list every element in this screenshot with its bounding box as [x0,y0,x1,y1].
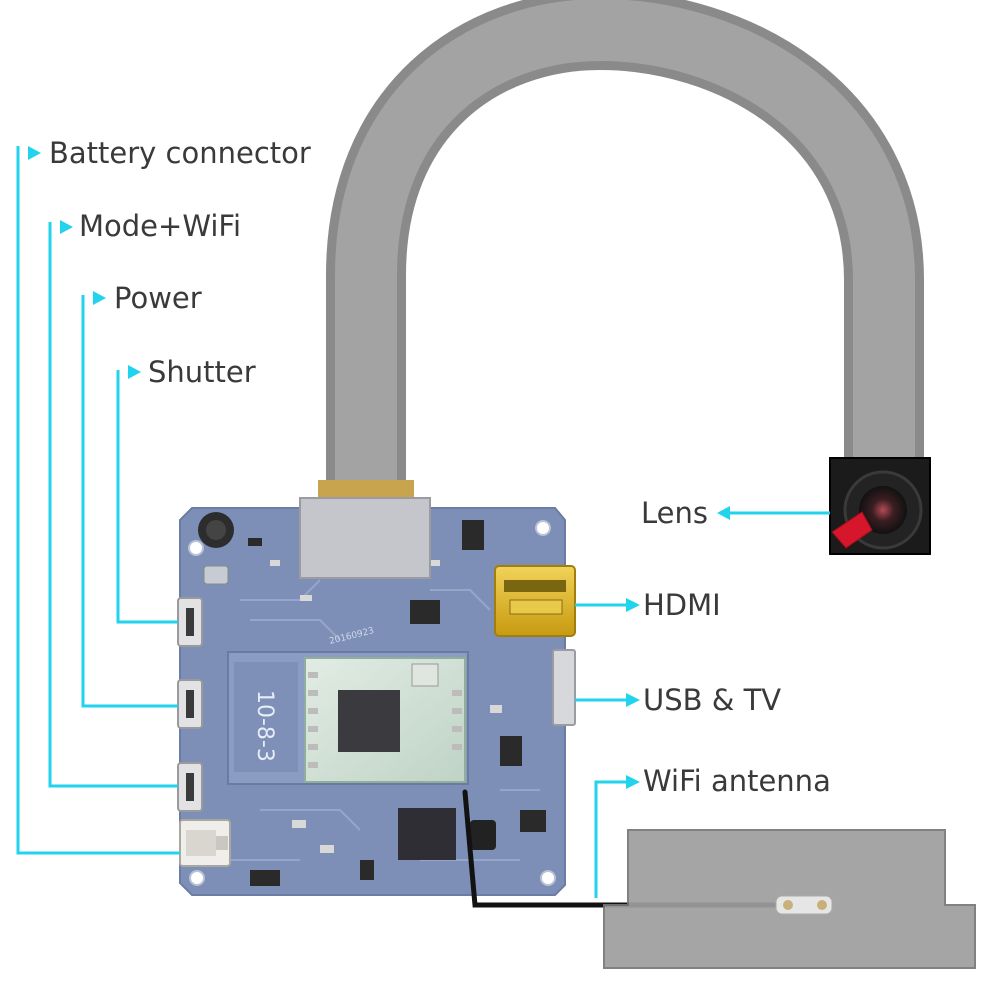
ribbon-cable-highlight [335,0,915,490]
callout-arrow-hdmi [626,598,640,612]
label-power: Power [114,281,202,315]
lens-tab [831,511,873,549]
ribbon-gold-contacts [318,480,414,500]
callout-arrow-usb [626,693,640,707]
mode-wifi-button [177,762,203,812]
power-button [177,679,203,729]
hdmi-port [494,565,576,637]
callout-arrow-mode-wifi [60,220,73,234]
callout-line-mode-wifi [48,222,178,788]
label-wifi-antenna: WiFi antenna [643,764,831,798]
callout-arrow-shutter [128,365,141,379]
callout-arrow-power [93,291,106,305]
callout-line-shutter [116,370,178,624]
wifi-antenna [603,829,976,969]
callout-arrow-antenna [626,775,640,789]
callout-arrow-lens [717,506,730,520]
label-hdmi: HDMI [643,588,721,622]
wifi-module: 10-8-3 [227,651,469,785]
label-usb-tv: USB & TV [643,683,782,717]
camera-lens-module [829,457,931,555]
shutter-button [177,597,203,647]
callout-line-battery [16,146,180,855]
battery-connector [179,819,231,867]
callout-line-antenna [594,780,628,898]
callout-line-power [81,295,178,708]
callout-arrow-battery [28,146,41,160]
label-lens: Lens [641,496,708,530]
label-shutter: Shutter [148,355,256,389]
label-battery-connector: Battery connector [49,136,311,170]
usb-port [552,649,576,726]
module-marking: 10-8-3 [252,690,277,762]
flex-connector [299,497,431,579]
label-mode-wifi: Mode+WiFi [79,209,242,243]
